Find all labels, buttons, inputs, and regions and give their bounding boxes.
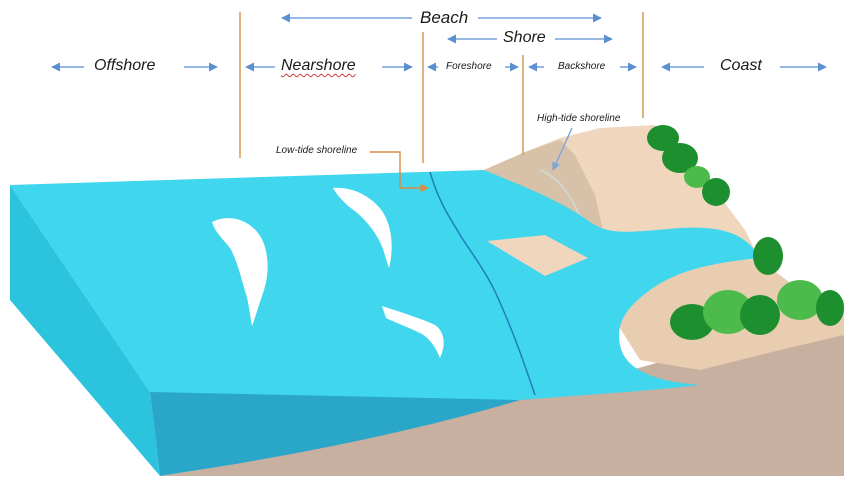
bush-8 <box>740 295 780 335</box>
bush-10 <box>816 290 844 326</box>
foreshore-label: Foreshore <box>446 61 492 72</box>
coast-label: Coast <box>720 57 762 75</box>
bush-4 <box>702 178 730 206</box>
high-tide-shoreline-label: High-tide shoreline <box>537 113 620 124</box>
bush-9 <box>777 280 823 320</box>
backshore-label: Backshore <box>558 61 605 72</box>
nearshore-label: Nearshore <box>281 57 356 75</box>
bush-5 <box>753 237 783 275</box>
offshore-label: Offshore <box>94 57 155 75</box>
low-tide-shoreline-label: Low-tide shoreline <box>276 145 357 156</box>
shore-label: Shore <box>503 29 546 47</box>
beach-label: Beach <box>420 8 468 28</box>
